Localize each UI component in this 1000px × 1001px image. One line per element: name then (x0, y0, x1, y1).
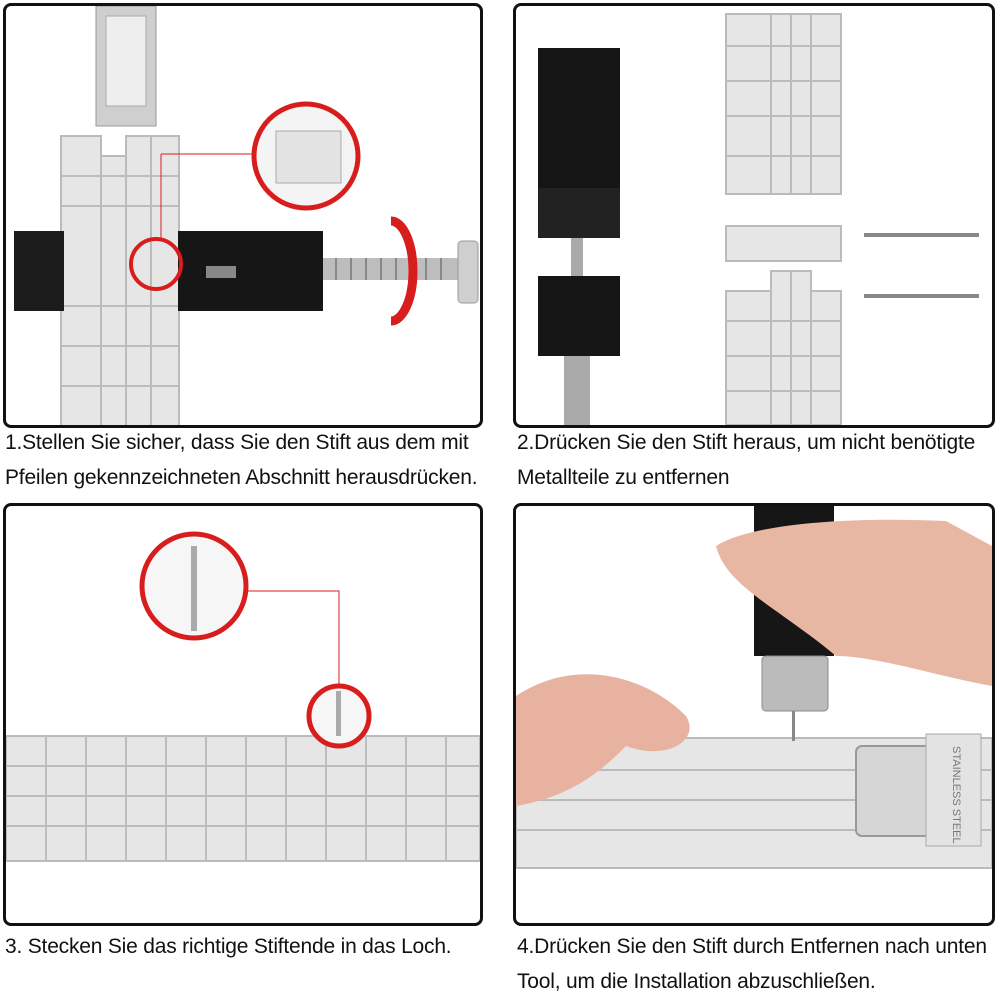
step-2-caption-line1: 2.Drücken Sie den Stift heraus, um nicht… (517, 431, 976, 454)
step-4-panel: STAINLESS STEEL (513, 503, 995, 926)
step-1-illustration (14, 6, 479, 425)
step-1-caption-line1: 1.Stellen Sie sicher, dass Sie den Stift… (5, 431, 469, 454)
step-4-illustration: STAINLESS STEEL (516, 506, 992, 869)
step-2-caption-line2: Metallteile zu entfernen (517, 466, 730, 489)
step-4-caption-line1: 4.Drücken Sie den Stift durch Entfernen … (517, 935, 987, 958)
step-3-panel (3, 503, 483, 926)
step-1-caption-line2-text: Pfeilen gekennzeichneten Abschnitt herau… (5, 466, 478, 489)
step-2-illustration (538, 13, 979, 425)
step-1-panel (3, 3, 483, 428)
step-3-caption-line1: 3. Stecken Sie das richtige Stiftende in… (5, 935, 452, 958)
step-2-panel (513, 3, 995, 428)
clasp-engraving: STAINLESS STEEL (950, 746, 962, 844)
step-3-illustration (6, 531, 480, 862)
step-4-caption-line2: Tool, um die Installation abzuschließen. (517, 970, 876, 993)
